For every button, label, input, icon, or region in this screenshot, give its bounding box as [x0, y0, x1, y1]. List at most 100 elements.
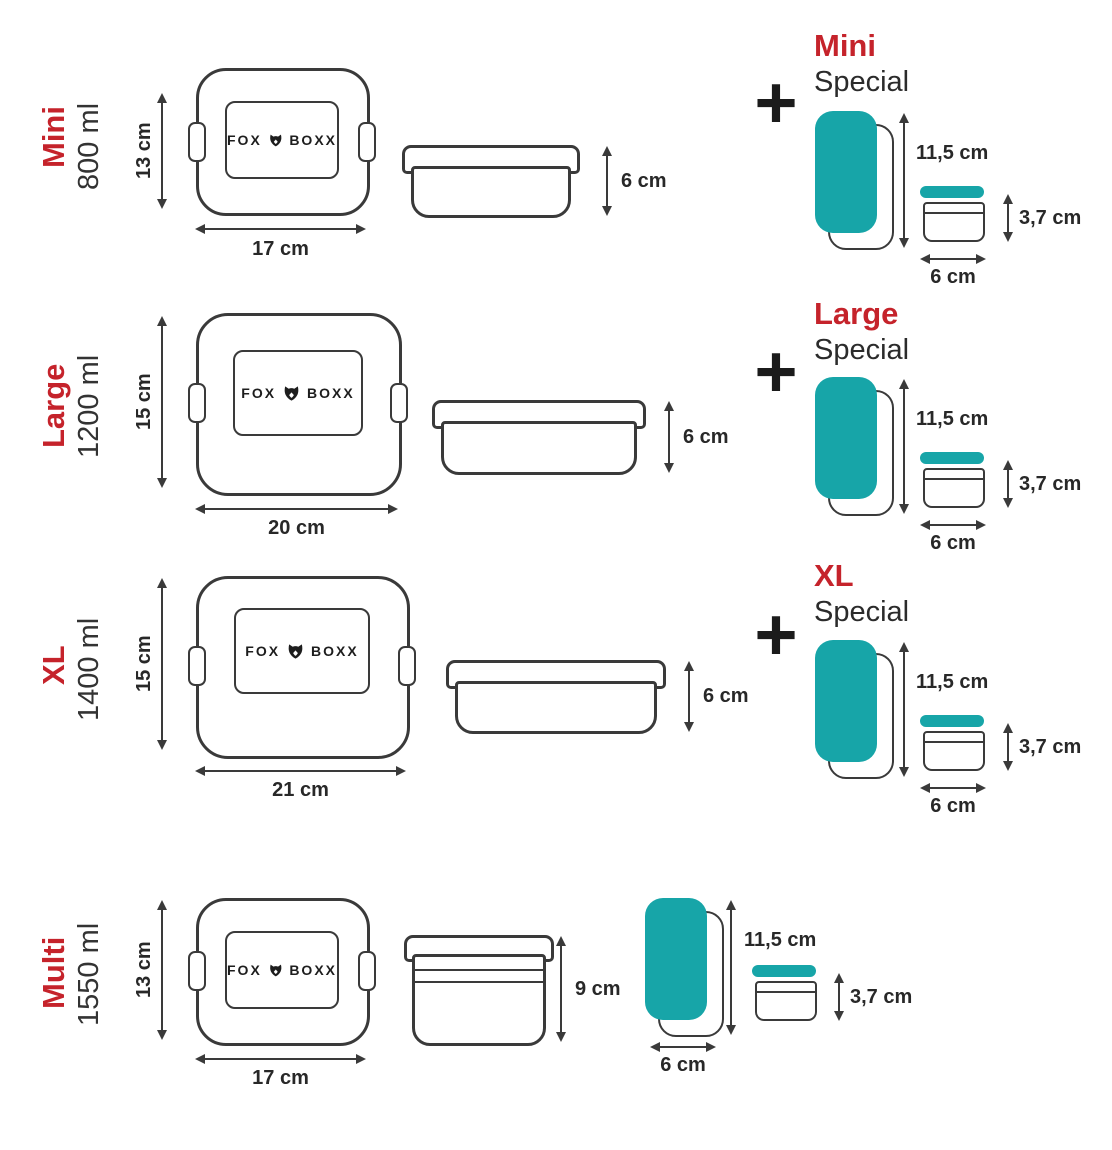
side-height-label: 6 cm: [621, 170, 667, 192]
box-height-label: 15 cm: [133, 635, 155, 692]
row-name: Mini: [36, 106, 71, 168]
side-height-arrow: [555, 936, 566, 1042]
jar: [923, 202, 985, 242]
jar: [755, 981, 817, 1021]
jar-height-arrow: [833, 973, 844, 1021]
left-clasp: [188, 646, 206, 686]
box-height-label: 13 cm: [133, 941, 155, 998]
row-name: XL: [36, 645, 71, 685]
special-height-arrow: [898, 642, 909, 777]
box-height-arrow: [156, 316, 167, 488]
stack-ring-line: [415, 981, 543, 983]
special-width-arrow: [650, 1041, 716, 1052]
box-width-arrow: [195, 1053, 366, 1064]
fox-icon: [288, 643, 303, 659]
plus-sign: +: [754, 61, 798, 144]
row-name: Multi: [36, 936, 71, 1009]
jar-lid: [920, 186, 984, 198]
jar-height-label: 3,7 cm: [1019, 736, 1082, 758]
lid-label-area: FOX BOXX: [225, 931, 339, 1009]
right-clasp: [398, 646, 416, 686]
plus-sign: +: [754, 593, 798, 676]
fox-icon: [269, 134, 282, 146]
box-width-arrow: [195, 765, 406, 776]
special-box: [815, 377, 877, 499]
special-subtitle: Special: [814, 334, 910, 366]
side-height-arrow: [601, 146, 612, 216]
special-subtitle: Special: [814, 596, 910, 628]
logo-text-fox: FOX: [245, 643, 281, 659]
special-title: Mini: [814, 28, 876, 63]
jar-width-arrow: [920, 782, 986, 793]
side-view-tray: [411, 166, 571, 218]
box-width-label: 20 cm: [268, 517, 325, 539]
jar-width-arrow: [920, 519, 986, 530]
jar-rim: [757, 991, 815, 993]
jar-rim: [925, 741, 983, 743]
side-view-tray: [455, 681, 657, 734]
row-volume: 1550 ml: [73, 922, 105, 1026]
right-clasp: [358, 951, 376, 991]
jar-height-arrow: [1002, 723, 1013, 771]
special-height-arrow: [725, 900, 736, 1035]
logo-text-boxx: BOXX: [311, 643, 359, 659]
special-height-arrow: [898, 113, 909, 248]
jar-width-label: 6 cm: [930, 795, 976, 817]
jar-height-label: 3,7 cm: [1019, 473, 1082, 495]
lid-label-area: FOX BOXX: [234, 608, 370, 694]
special-box: [645, 898, 707, 1020]
special-title: Large: [814, 296, 899, 331]
logo-text-fox: FOX: [241, 385, 277, 401]
jar-lid: [752, 965, 816, 977]
box-width-label: 17 cm: [252, 1067, 309, 1089]
logo-text-fox: FOX: [227, 962, 262, 978]
side-height-label: 9 cm: [575, 978, 621, 1000]
jar-lid: [920, 452, 984, 464]
special-height-arrow: [898, 379, 909, 514]
box-height-arrow: [156, 578, 167, 750]
side-height-label: 6 cm: [703, 685, 749, 707]
jar: [923, 468, 985, 508]
side-view-tray: [441, 421, 637, 475]
jar: [923, 731, 985, 771]
row-name: Large: [36, 363, 71, 448]
row-volume: 1400 ml: [73, 617, 105, 721]
special-subtitle: Special: [814, 66, 910, 98]
right-clasp: [390, 383, 408, 423]
fox-icon: [269, 964, 282, 976]
right-clasp: [358, 122, 376, 162]
special-box: [815, 111, 877, 233]
box-width-arrow: [195, 223, 366, 234]
special-height-label: 11,5 cm: [744, 929, 817, 951]
side-height-label: 6 cm: [683, 426, 729, 448]
box-width-label: 17 cm: [252, 238, 309, 260]
side-view-body: [412, 954, 546, 1046]
logo-text-fox: FOX: [227, 132, 262, 148]
jar-width-arrow: [920, 253, 986, 264]
left-clasp: [188, 951, 206, 991]
jar-lid: [920, 715, 984, 727]
special-box: [815, 640, 877, 762]
special-title: XL: [814, 558, 854, 593]
box-height-arrow: [156, 93, 167, 209]
logo-text-boxx: BOXX: [289, 962, 337, 978]
fox-icon: [284, 385, 299, 401]
left-clasp: [188, 122, 206, 162]
jar-height-label: 3,7 cm: [850, 986, 913, 1008]
jar-rim: [925, 212, 983, 214]
box-height-arrow: [156, 900, 167, 1040]
row-volume: 800 ml: [73, 102, 105, 190]
side-height-arrow: [683, 661, 694, 732]
special-height-label: 11,5 cm: [916, 142, 989, 164]
jar-rim: [925, 478, 983, 480]
special-width-label: 6 cm: [660, 1054, 706, 1076]
special-height-label: 11,5 cm: [916, 408, 989, 430]
left-clasp: [188, 383, 206, 423]
jar-height-label: 3,7 cm: [1019, 207, 1082, 229]
logo-text-boxx: BOXX: [289, 132, 337, 148]
box-width-label: 21 cm: [272, 779, 329, 801]
jar-width-label: 6 cm: [930, 532, 976, 554]
logo-text-boxx: BOXX: [307, 385, 355, 401]
box-height-label: 13 cm: [133, 122, 155, 179]
